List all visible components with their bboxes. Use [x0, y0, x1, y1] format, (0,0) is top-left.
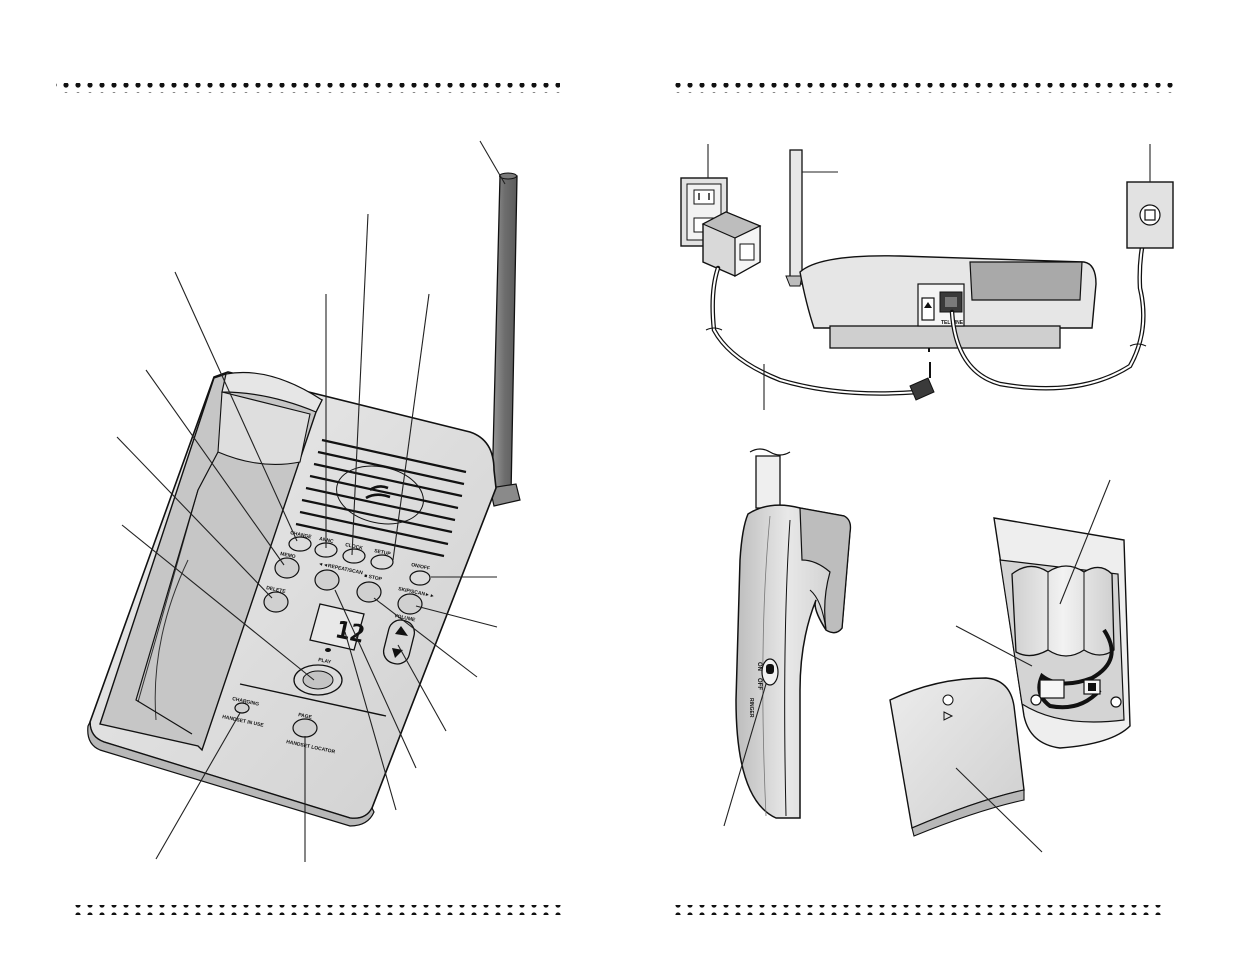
skip-scan-button[interactable] — [397, 593, 423, 615]
battery-callout — [1059, 479, 1111, 605]
page-button[interactable] — [292, 718, 318, 738]
ac-adapter — [701, 211, 762, 278]
left-callout-lines — [116, 140, 506, 862]
play-button[interactable] — [293, 648, 343, 696]
antenna — [489, 172, 521, 507]
ringer-label: RINGER — [748, 698, 754, 718]
ringer-switch-callout — [723, 683, 767, 827]
ringer-switch[interactable] — [761, 658, 779, 686]
dot-rule-bottom-left — [72, 905, 564, 915]
change-label: CHANGE — [290, 530, 313, 541]
dot-rule-bottom-right — [672, 905, 1164, 915]
speaker-grille — [295, 438, 467, 558]
base-back-body: TEL LINE — [799, 255, 1097, 349]
compartment-callout — [955, 625, 1033, 667]
message-counter: 12 — [333, 615, 367, 648]
handset-side-illustration: OFF ON RINGER — [723, 448, 852, 827]
handset-cradle — [99, 371, 324, 752]
message-counter-display: 12 — [309, 603, 367, 651]
base-back-antenna — [785, 149, 803, 287]
play-label: PLAY — [318, 657, 332, 666]
base-back-illustration: TEL LINE — [680, 144, 1174, 410]
memo-button[interactable] — [274, 557, 300, 579]
memo-label: MEMO — [280, 551, 297, 560]
battery-wire — [1037, 628, 1114, 710]
clock-button[interactable] — [342, 548, 366, 564]
battery-cover — [889, 677, 1025, 837]
battery-pack — [1011, 565, 1115, 657]
change-button[interactable] — [288, 536, 312, 552]
power-plug — [909, 362, 935, 401]
delete-label: DELETE — [266, 585, 287, 595]
clock-label: CLOCK — [345, 542, 364, 552]
setup-button[interactable] — [370, 554, 394, 570]
volume-up-icon — [395, 626, 408, 636]
dc-in-jack[interactable] — [921, 297, 935, 321]
delete-button[interactable] — [263, 591, 289, 613]
charging-led — [234, 702, 250, 714]
volume-down-icon — [392, 648, 403, 658]
control-panel: 12 — [234, 536, 431, 738]
stop-button[interactable] — [356, 581, 382, 603]
ringer-off-label: OFF — [756, 678, 762, 690]
stop-label: ■ STOP — [364, 573, 383, 583]
cover-arrow-icon — [943, 711, 954, 721]
charging-label: CHARGING — [232, 696, 260, 708]
setup-label: SETUP — [374, 548, 392, 557]
volume-label: VOLUME — [394, 613, 417, 623]
ringer-on-label: ON — [756, 662, 762, 671]
base-unit-illustration: 12 CHANGE ANNC C — [87, 140, 521, 862]
dot-rule-top-left — [56, 83, 560, 93]
battery-compartment-illustration — [889, 479, 1131, 853]
on-off-button[interactable] — [409, 570, 431, 586]
battery-connector — [1039, 679, 1065, 699]
wall-phone-jack — [1126, 181, 1174, 249]
dot-rule-top-right — [674, 83, 1178, 93]
cover-callout — [955, 767, 1043, 853]
on-off-label: ON/OFF — [411, 562, 431, 572]
page-label: PAGE — [298, 712, 313, 721]
repeat-scan-button[interactable] — [314, 569, 340, 591]
